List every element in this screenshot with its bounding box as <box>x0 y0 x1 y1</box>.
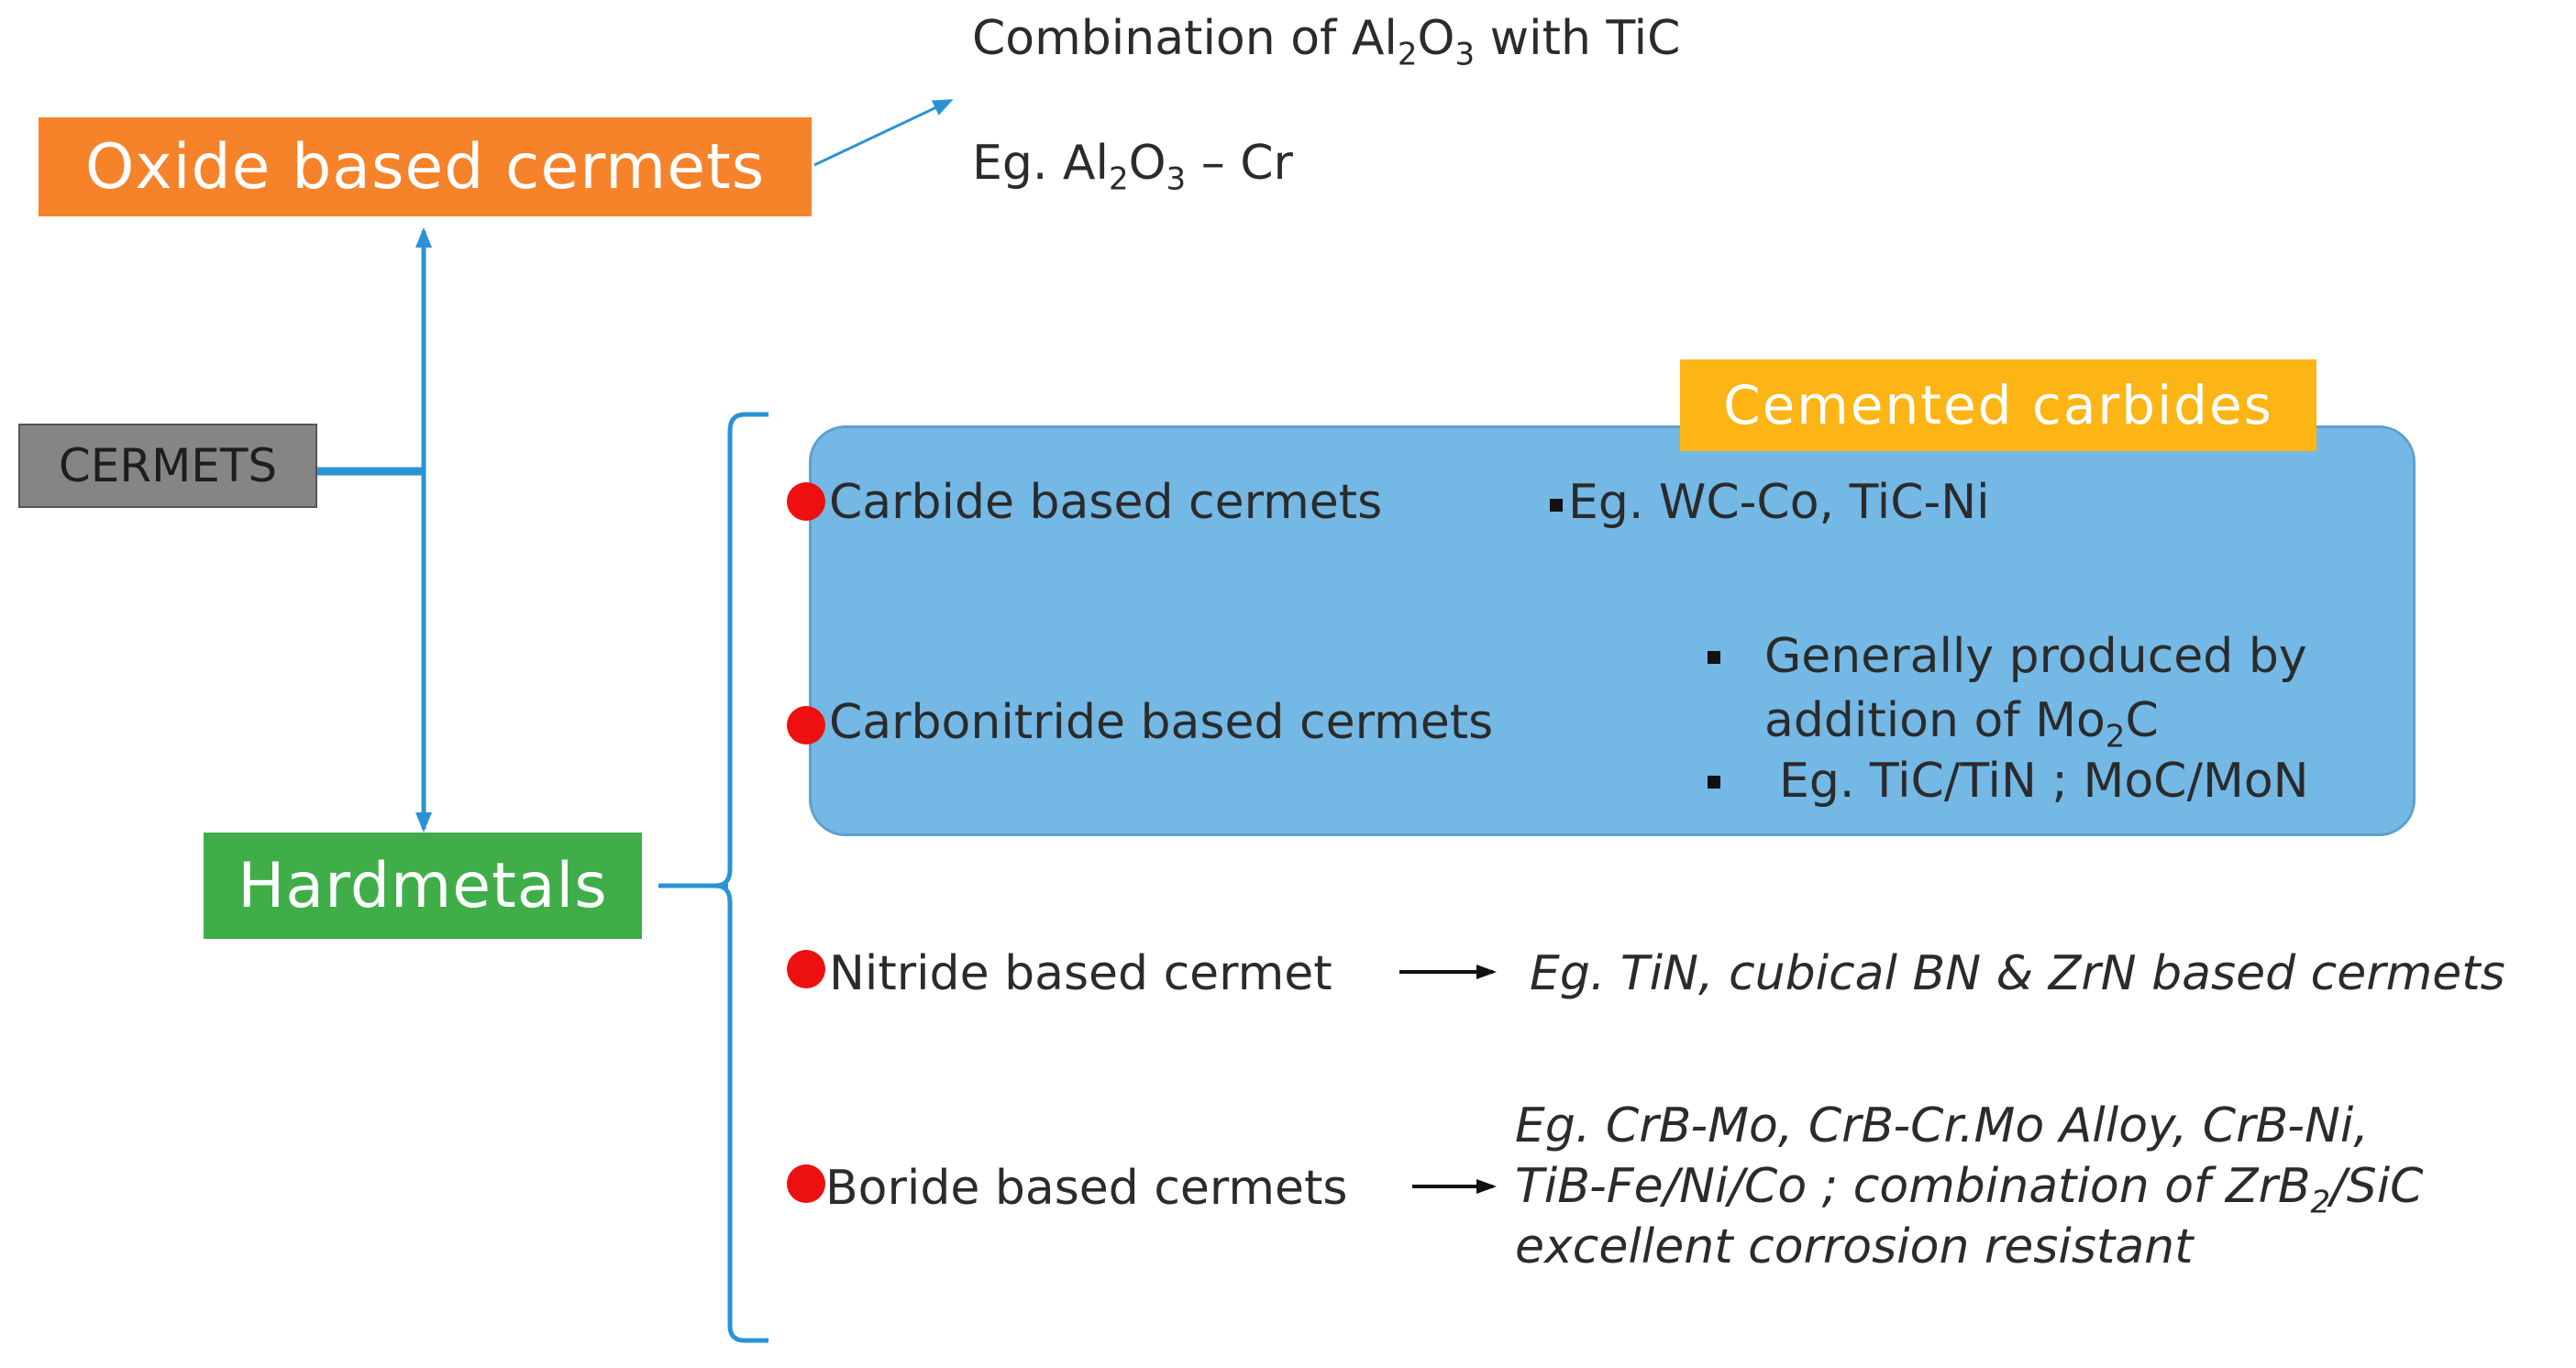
item-carbide-label: Carbide based cermets <box>829 475 1383 530</box>
oxide-note-combination: Combination of Al2O3 with TiC <box>972 11 1681 73</box>
item-boride-label: Boride based cermets <box>825 1161 1348 1216</box>
cemented-carbides-panel <box>809 425 2416 836</box>
item-nitride-detail: Eg. TiN, cubical BN & ZrN based cermets <box>1530 946 2505 1001</box>
item-nitride-label: Nitride based cermet <box>829 946 1332 1001</box>
bullet-nitride <box>787 950 825 988</box>
oxide-label: Oxide based cermets <box>84 130 766 204</box>
item-carbonitride-label: Carbonitride based cermets <box>829 695 1494 750</box>
oxide-based-cermets-node: Oxide based cermets <box>39 117 812 216</box>
item-boride-detail-line2: TiB-Fe/Ni/Co ; combination of ZrB2/SiC <box>1515 1159 2424 1221</box>
item-carbonitride-detail-2: Eg. TiC/TiN ; MoC/MoN <box>1779 754 2309 809</box>
bullet-carbonitride <box>787 706 825 745</box>
hardmetals-label: Hardmetals <box>238 849 608 922</box>
square-bullet <box>1550 499 1563 512</box>
oxide-to-notes <box>813 99 954 167</box>
item-boride-detail-line1: Eg. CrB-Mo, CrB-Cr.Mo Alloy, CrB-Ni, <box>1515 1098 2369 1153</box>
cermets-root-node: CERMETS <box>18 424 317 508</box>
square-bullet <box>1708 647 1720 665</box>
hardmetals-node: Hardmetals <box>204 833 642 939</box>
bullet-carbide <box>787 482 825 521</box>
square-bullet <box>1708 772 1720 789</box>
item-boride-detail-line3: excellent corrosion resistant <box>1515 1219 2194 1274</box>
cemented-carbides-label: Cemented carbides <box>1723 374 2273 436</box>
oxide-note-example: Eg. Al2O3 – Cr <box>972 136 1293 198</box>
cemented-carbides-label-box: Cemented carbides <box>1680 359 2316 451</box>
hardmetals-bracket <box>714 412 768 1343</box>
bullet-boride <box>787 1164 825 1203</box>
cermets-label: CERMETS <box>58 439 278 492</box>
item-carbide-detail: Eg. WC-Co, TiC-Ni <box>1550 479 1990 526</box>
item-carbonitride-detail-1a: Generally produced by <box>1764 629 2307 684</box>
item-carbonitride-detail-1b: addition of Mo2C <box>1764 693 2159 756</box>
